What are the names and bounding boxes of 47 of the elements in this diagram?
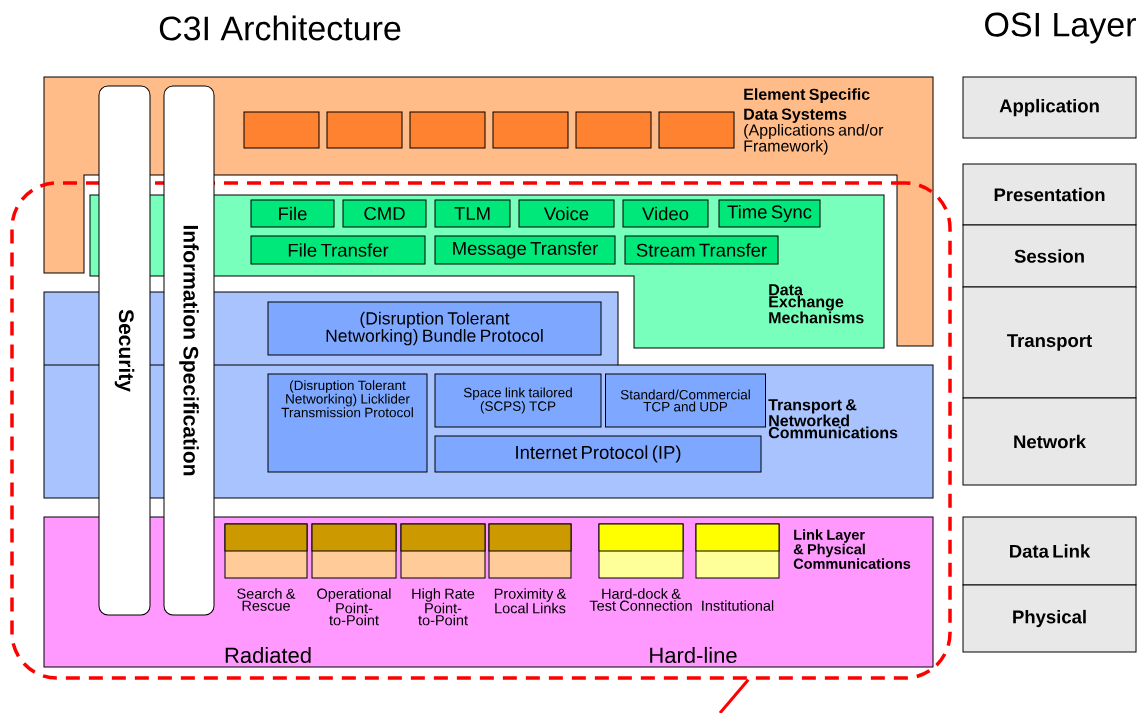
link-box: Hard-dock & Test Connection [589,523,692,611]
application-box [658,111,735,149]
protocol-box: (Disruption Tolerant Networking) Bundle Protocol [267,301,602,356]
osi-layer-box: Network [962,397,1137,486]
heading: OSI Layer [985,12,1136,44]
protocol-box: Standard/Commercial TCP and UDP [605,373,766,428]
region-label: Radiated [225,646,311,664]
mechanism-box: TLM [434,199,511,228]
protocol-box: Internet Protocol (IP) [434,435,762,473]
region-label: Hard-line [650,646,737,664]
osi-layer-box: Application [962,76,1137,139]
mechanism-box: File [250,199,335,228]
mechanism-box: Time Sync [718,199,821,228]
mechanism-box: Voice [518,199,615,228]
mechanism-box: Message Transfer [434,235,616,265]
node-label: High Rate Point-to-Point [412,588,475,626]
node-label: Institutional [702,600,774,611]
application-box [326,111,403,149]
osi-layer-box: Presentation [962,163,1137,226]
protocol-box: Space link tailored (SCPS) TCP [434,373,602,428]
mechanism-box: CMD [342,199,427,228]
protocol-box: (Disruption Tolerant Networking) Licklider Transmission Protocol [267,373,428,473]
osi-layer-box: Transport [962,286,1137,399]
node-label: Search & Rescue [237,588,296,611]
mechanism-box: Stream Transfer [624,235,779,265]
link-box: Proximity & Local Links [488,523,572,614]
osi-layer-box: Session [962,224,1137,288]
application-box [492,111,569,149]
link-box: High Rate Point-to-Point [400,523,486,626]
mechanism-box: File Transfer [250,235,426,265]
osi-layer-box: Physical [962,584,1137,653]
mechanism-box: Video [622,199,709,228]
dashed-outline [10,181,952,680]
node-label: Hard-dock & Test Connection [589,588,692,611]
leader-line [718,678,750,713]
security-bar: Security [98,85,151,616]
heading: C3I Architecture [159,15,401,41]
application-box [243,111,320,149]
link-box: Search & Rescue [224,523,308,611]
node-label: Proximity & Local Links [494,588,567,614]
link-box: Operational Point-to-Point [311,523,397,626]
node-label: Operational Point-to-Point [317,588,391,626]
application-box [409,111,486,149]
osi-layer-box: Data Link [962,516,1137,586]
link-box: Institutional [695,523,780,611]
information-specification-bar: Information Specification [163,85,215,616]
application-box [575,111,652,149]
